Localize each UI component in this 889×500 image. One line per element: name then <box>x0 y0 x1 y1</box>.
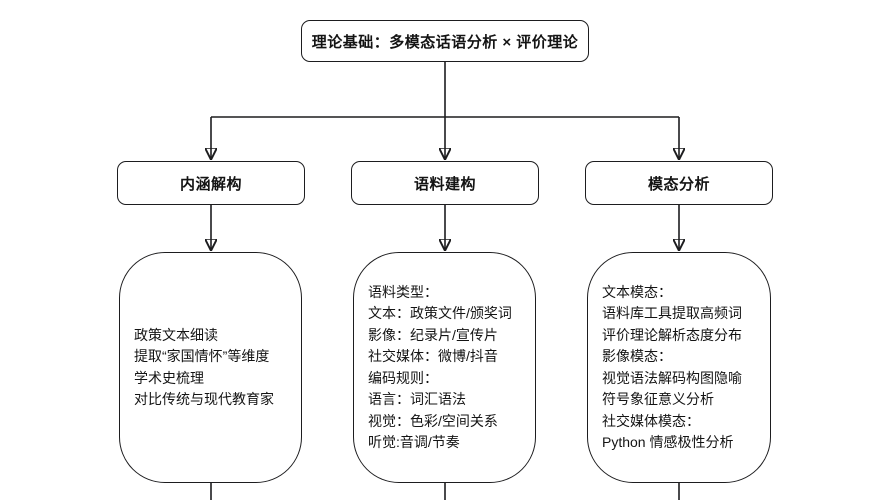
detail-line: 学术史梳理 <box>134 369 204 386</box>
node-theory-foundation-label: 理论基础：多模态话语分析 × 评价理论 <box>311 33 579 51</box>
node-modality-label: 模态分析 <box>647 175 710 193</box>
detail-line: 语料类型： <box>368 283 438 300</box>
detail-line: 提取“家国情怀”等维度 <box>134 348 270 364</box>
detail-line: 社交媒体：微博/抖音 <box>368 348 498 364</box>
detail-line: 符号象征意义分析 <box>602 391 714 407</box>
detail-line: 语料库工具提取高频词 <box>602 305 742 321</box>
node-corpus-construction: 语料建构 <box>351 161 539 205</box>
node-theory-foundation: 理论基础：多模态话语分析 × 评价理论 <box>301 20 589 62</box>
detail-line: 语言：词汇语法 <box>368 391 466 407</box>
detail-box-connotation: 政策文本细读 提取“家国情怀”等维度 学术史梳理 对比传统与现代教育家 <box>119 252 302 483</box>
detail-box-corpus: 语料类型： 文本：政策文件/颁奖词 影像：纪录片/宣传片 社交媒体：微博/抖音 … <box>353 252 536 483</box>
node-connotation-label: 内涵解构 <box>179 175 242 193</box>
node-corpus-label: 语料建构 <box>413 175 476 193</box>
detail-line: 影像：纪录片/宣传片 <box>368 326 498 343</box>
detail-line: 社交媒体模态： <box>602 412 700 429</box>
detail-line: 视觉：色彩/空间关系 <box>368 412 498 429</box>
node-modality-analysis: 模态分析 <box>585 161 773 205</box>
detail-line: 评价理论解析态度分布 <box>602 326 742 343</box>
detail-line: 文本模态： <box>602 283 672 300</box>
detail-line: Python 情感极性分析 <box>602 434 734 450</box>
detail-line: 影像模态： <box>602 348 672 364</box>
detail-line: 视觉语法解码构图隐喻 <box>602 369 742 386</box>
detail-line: 听觉:音调/节奏 <box>368 434 460 450</box>
node-connotation-deconstruction: 内涵解构 <box>117 161 305 205</box>
detail-box-modality: 文本模态： 语料库工具提取高频词 评价理论解析态度分布 影像模态： 视觉语法解码… <box>587 252 771 483</box>
detail-line: 政策文本细读 <box>134 326 218 343</box>
detail-line: 编码规则： <box>368 369 438 386</box>
detail-line: 对比传统与现代教育家 <box>134 391 274 407</box>
detail-line: 文本：政策文件/颁奖词 <box>368 305 512 321</box>
